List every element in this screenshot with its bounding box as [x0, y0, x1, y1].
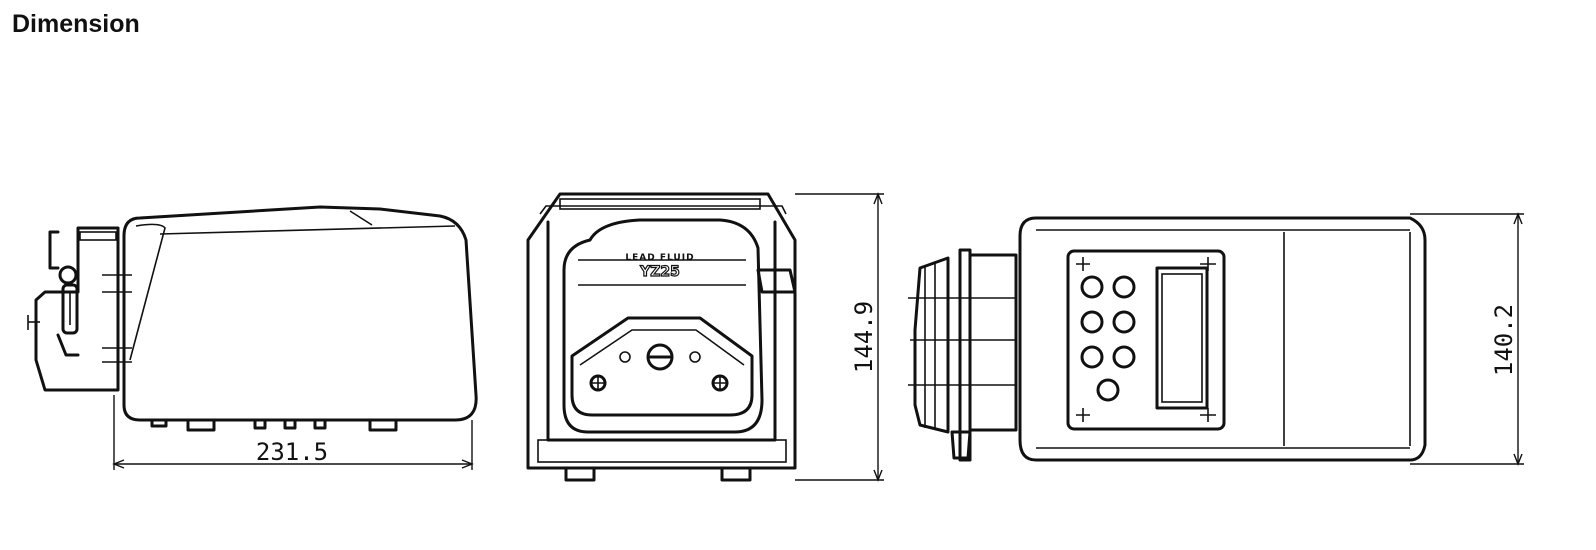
- top-view: 140.2: [908, 212, 1524, 466]
- model-label: YZ25: [639, 264, 680, 280]
- button-grid: [1080, 275, 1136, 402]
- front-view: LEAD FLUID YZ25 144.9: [526, 192, 884, 482]
- side-width-dimension: 231.5: [256, 438, 328, 466]
- page-title: Dimension: [12, 10, 140, 38]
- front-height-dimension: 144.9: [850, 301, 878, 373]
- side-view: 231.5: [27, 205, 478, 470]
- brand-label: LEAD FLUID: [625, 253, 694, 263]
- top-height-dimension: 140.2: [1490, 304, 1518, 376]
